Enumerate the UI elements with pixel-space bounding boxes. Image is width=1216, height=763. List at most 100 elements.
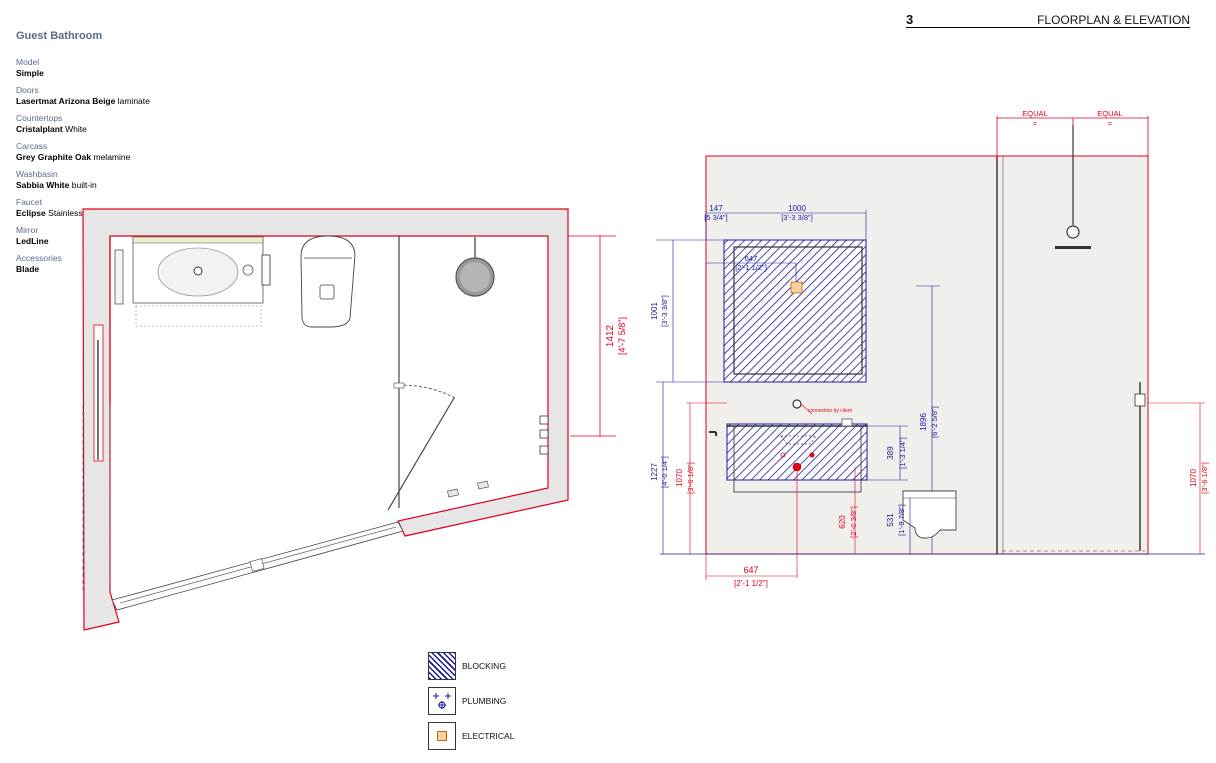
dim-mirror-bottom: 1227: [650, 463, 659, 481]
spec-value-plain: built-in: [71, 180, 97, 190]
spec-value-bold: Grey Graphite Oak: [16, 152, 92, 162]
side-accessory: [114, 249, 124, 305]
spec-value: Sabbia White built-in: [16, 180, 216, 191]
dim-shower-height-imperial: [3'-6 1/8"]: [1200, 462, 1209, 494]
spec-value: LedLine: [16, 236, 216, 247]
wall-fixture: [447, 488, 459, 498]
door-hinge: [393, 382, 405, 389]
led-strip: [132, 236, 264, 244]
dim-wc-frame-imperial: [6'-2 5/8"]: [930, 406, 939, 438]
spec-value: Simple: [16, 68, 216, 79]
spec-label: Accessories: [16, 253, 62, 263]
floorplan-wall: [82, 208, 569, 631]
mixer-valve: [539, 445, 549, 455]
wall-spout: [792, 399, 802, 409]
faucet-body: [261, 254, 271, 286]
spec-row-mirror: Mirror LedLine: [16, 225, 216, 247]
dim-mirror-width-imperial: [3'-3 3/8"]: [781, 213, 813, 222]
spec-value-bold: Cristalplant: [16, 124, 63, 134]
dim-equal-mark: =: [1033, 119, 1038, 128]
dim-vanity-top-imperial: [3'-6 1/8"]: [686, 462, 695, 494]
spec-row-accessories: Accessories Blade: [16, 253, 216, 275]
plumbing-supply-icon: [809, 452, 815, 458]
dim-height: 1412: [605, 324, 616, 347]
spec-row-countertops: Countertops Cristalplant White: [16, 113, 216, 135]
spec-value-bold: LedLine: [16, 236, 49, 246]
electrical-outlet-icon: [790, 281, 803, 294]
legend-item-plumbing: PLUMBING: [428, 683, 514, 718]
dim-mirror-offset: 147: [709, 204, 723, 213]
spec-value: Blade: [16, 264, 216, 275]
legend: BLOCKING PLUMBING ELECTRICAL: [428, 648, 514, 753]
spec-value-bold: Blade: [16, 264, 40, 274]
legend-item-blocking: BLOCKING: [428, 648, 514, 683]
spec-value-bold: Simple: [16, 68, 44, 78]
dim-mirror-width: 1000: [788, 204, 806, 213]
note-leader: [800, 403, 813, 415]
hand-shower-holder: [1134, 393, 1146, 407]
spec-value: Grey Graphite Oak melamine: [16, 152, 216, 163]
dim-equal-right: EQUAL: [1097, 109, 1122, 118]
spec-value: Eclipse Stainless Steel: [16, 208, 216, 219]
dim-wc-height-imperial: [1'-8 7/8"]: [897, 504, 906, 536]
room-title: Guest Bathroom: [16, 30, 103, 42]
dim-drain-height: 620: [838, 515, 847, 529]
mixer-valve: [539, 415, 549, 425]
dim-shower-height: 1070: [1189, 469, 1198, 487]
spec-value: Cristalplant White: [16, 124, 216, 135]
dim-mirror-bottom-imperial: [4'-0 1/4"]: [660, 456, 669, 488]
spec-value-bold: Lasertmat Arizona Beige: [16, 96, 116, 106]
spec-value-plain: White: [65, 124, 87, 134]
dim-equal-mark: =: [1108, 119, 1113, 128]
faucet-knob: [242, 264, 254, 276]
dim-mirror-height: 1001: [650, 302, 659, 320]
dim-vanity-depth: 389: [886, 446, 895, 460]
connection-note: connection by client: [808, 408, 853, 414]
dim-mirror-height-imperial: [3'-3 3/8"]: [660, 295, 669, 327]
dim-drain-height-imperial: [2'-0 3/8"]: [849, 506, 858, 538]
spec-label: Mirror: [16, 225, 39, 235]
mixer-valve: [539, 429, 549, 439]
spec-value-bold: Sabbia White: [16, 180, 70, 190]
dim-bottom: 647: [743, 565, 758, 575]
plumbing-supply-icon: [780, 452, 786, 458]
spec-row-doors: Doors Lasertmat Arizona Beige laminate: [16, 85, 216, 107]
shower-door: [387, 397, 455, 511]
mirror-outline: [733, 246, 863, 375]
vanity-drawer: [135, 305, 262, 327]
dim-bottom-imperial: [2'-1 1/2"]: [734, 579, 768, 588]
dim-mirror-offset-imperial: [5 3/4"]: [704, 213, 728, 222]
page-number: 3: [906, 12, 914, 27]
basin-drain: [193, 266, 203, 276]
spec-value-bold: Eclipse: [16, 208, 46, 218]
spec-row-model: Model Simple: [16, 57, 216, 79]
spec-label: Countertops: [16, 113, 63, 123]
elevation: EQUAL EQUAL = = 147 [5 3/4"] 1000 [3'-3 …: [650, 109, 1209, 588]
legend-item-electrical: ELECTRICAL: [428, 718, 514, 753]
door-swing-arc: [398, 384, 456, 399]
legend-label: PLUMBING: [462, 695, 507, 706]
plumbing-icon: [428, 686, 456, 715]
dim-vanity-top: 1070: [675, 469, 684, 487]
wc-elevation: [902, 490, 957, 539]
spec-value-plain: melamine: [93, 152, 131, 162]
dim-wc-frame: 1896: [919, 413, 928, 431]
floorplan: 1412 [4'-7 5/8"]: [82, 208, 627, 631]
spec-label: Model: [16, 57, 40, 67]
spec-row-faucet: Faucet Eclipse Stainless Steel: [16, 197, 216, 219]
dim-height-imperial: [4'-7 5/8"]: [617, 317, 627, 355]
spec-label: Washbasin: [16, 169, 58, 179]
shower-head-inner: [460, 262, 490, 292]
basin-section: [780, 435, 817, 445]
spec-value: Lasertmat Arizona Beige laminate: [16, 96, 216, 107]
shower-head-plate: [1055, 246, 1091, 249]
toilet-flush-button: [319, 284, 335, 300]
dim-electrical-offset: 647: [745, 254, 758, 263]
legend-label: ELECTRICAL: [462, 730, 515, 741]
legend-label: BLOCKING: [462, 660, 506, 671]
dim-electrical-offset-imperial: [2'-1 1/2"]: [735, 263, 767, 272]
header-rule: [906, 27, 1190, 28]
page-title: FLOORPLAN & ELEVATION: [1037, 13, 1190, 27]
dim-vanity-depth-imperial: [1'-3 1/4"]: [898, 437, 907, 469]
